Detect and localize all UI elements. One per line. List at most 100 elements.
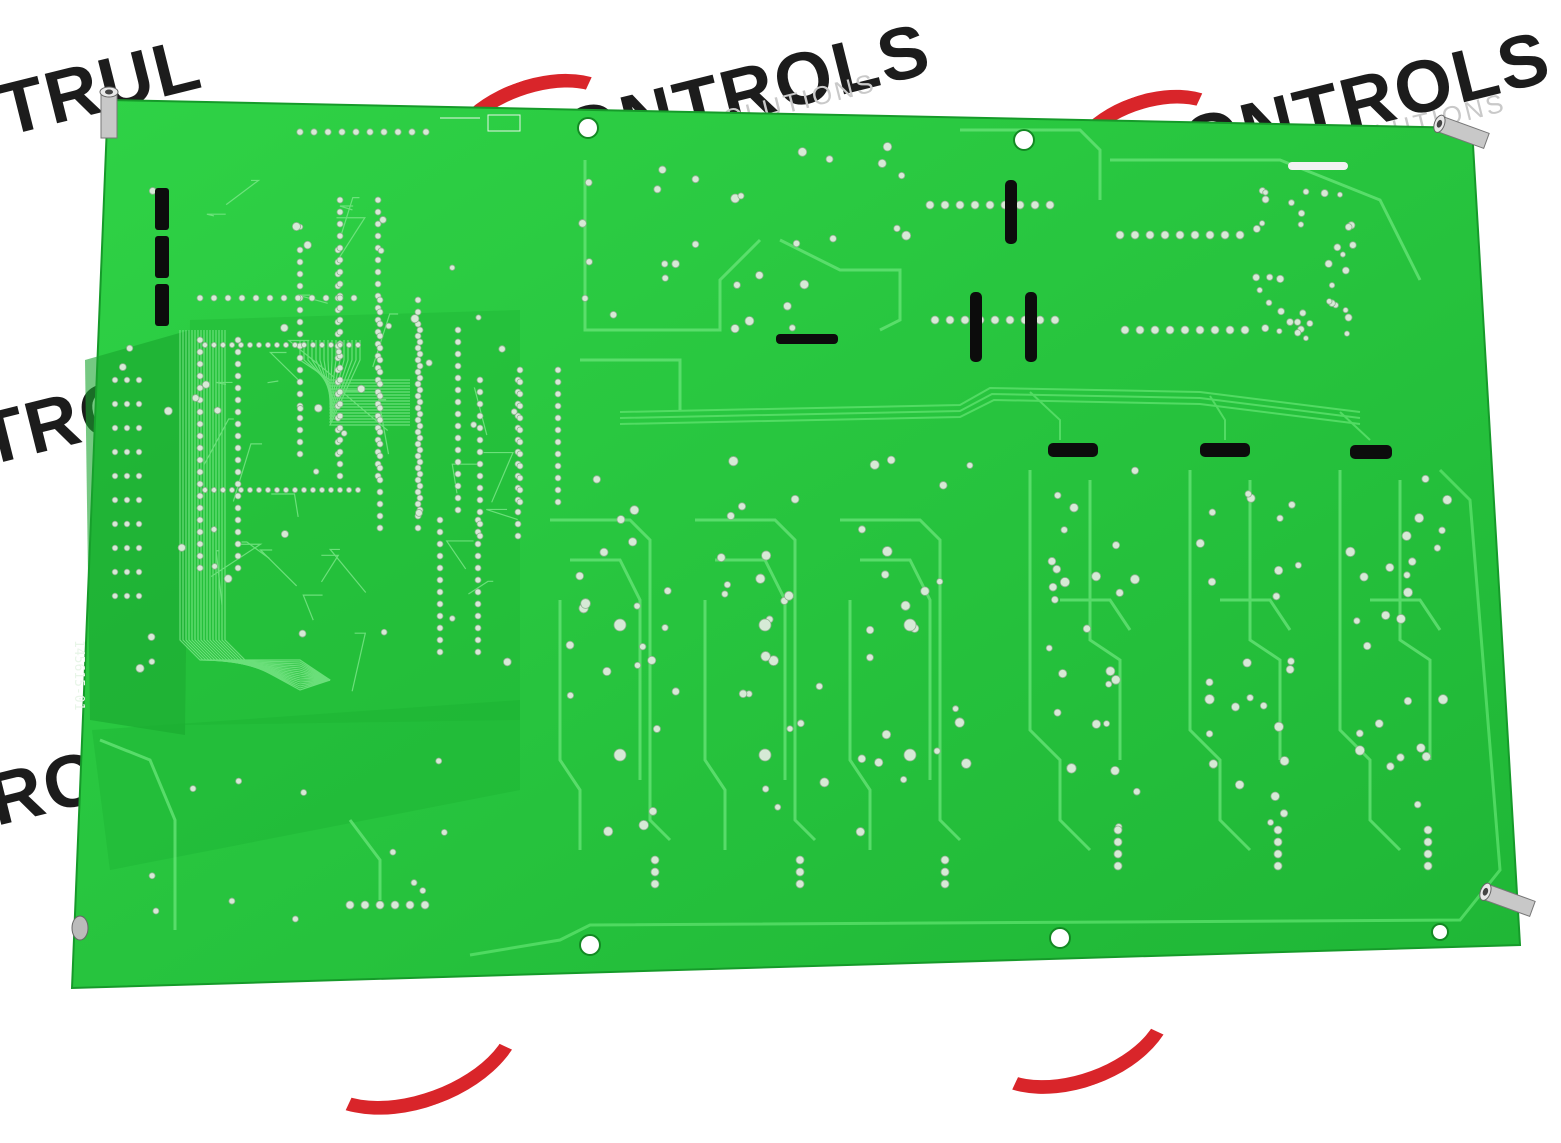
- solder-pad: [196, 360, 204, 368]
- solder-pad: [436, 540, 444, 548]
- solder-pad: [1413, 800, 1422, 809]
- solder-pad: [788, 324, 796, 332]
- solder-pad: [255, 341, 262, 348]
- solder-pad: [1165, 325, 1175, 335]
- solder-pad: [322, 294, 330, 302]
- silkscreen-top: [440, 114, 521, 132]
- solder-pad: [196, 552, 204, 560]
- solder-pad: [566, 691, 575, 700]
- trace: [185, 330, 331, 681]
- solder-pad: [414, 476, 422, 484]
- solder-pad: [476, 388, 484, 396]
- solder-pad: [111, 544, 119, 552]
- trace: [319, 340, 410, 396]
- solder-pad: [661, 624, 669, 632]
- solder-pad: [135, 424, 143, 432]
- solder-pad: [111, 496, 119, 504]
- standoffs: [71, 86, 1536, 941]
- solder-pad: [435, 757, 443, 765]
- solder-pad: [454, 434, 462, 442]
- solder-pad: [1131, 466, 1139, 475]
- solder-pad: [1386, 762, 1395, 771]
- solder-pad: [1190, 230, 1200, 240]
- solder-pad: [960, 315, 970, 325]
- solder-pad: [768, 655, 779, 666]
- solder-pad: [650, 879, 660, 889]
- solder-pad: [296, 378, 304, 386]
- solder-pad: [296, 426, 304, 434]
- solder-pad: [449, 615, 456, 622]
- solder-pad: [357, 384, 366, 394]
- solder-pad: [336, 268, 344, 276]
- solder-pad: [309, 341, 316, 348]
- solder-pad: [234, 348, 242, 356]
- solder-pad: [1273, 721, 1284, 732]
- solder-pad: [234, 396, 242, 404]
- solder-pad: [374, 280, 382, 288]
- solder-pad: [554, 414, 562, 422]
- solder-pad: [210, 486, 217, 493]
- solder-pad: [422, 128, 430, 136]
- solder-pad: [414, 488, 422, 496]
- solder-pad: [376, 488, 384, 496]
- solder-pad: [1208, 759, 1218, 769]
- slot-mid-1: [1005, 180, 1017, 244]
- trace: [468, 580, 494, 595]
- solder-pad: [1303, 335, 1309, 342]
- solder-pad: [416, 422, 424, 430]
- solder-pad: [273, 486, 280, 493]
- solder-pad: [454, 362, 462, 370]
- trace: [1248, 480, 1282, 760]
- solder-pad: [1130, 230, 1140, 240]
- solder-pad: [869, 459, 880, 470]
- trace: [200, 330, 331, 681]
- solder-pad: [360, 900, 370, 910]
- solder-pad: [554, 450, 562, 458]
- solder-pad: [474, 600, 482, 608]
- solder-pad: [554, 438, 562, 446]
- solder-pad: [985, 200, 995, 210]
- solder-pad: [436, 516, 444, 524]
- mount-hole-5: [1431, 923, 1449, 941]
- solder-pad: [410, 879, 418, 887]
- solder-pad: [135, 376, 143, 384]
- solder-pad: [1442, 494, 1453, 505]
- trace: [329, 340, 410, 405]
- solder-pad: [246, 341, 253, 348]
- solder-pad: [436, 624, 444, 632]
- solder-pad: [940, 855, 950, 865]
- trace: [197, 330, 331, 681]
- solder-pad: [783, 301, 792, 311]
- solder-pad: [647, 655, 657, 665]
- solder-pad: [414, 524, 422, 532]
- solder-pad: [939, 481, 948, 490]
- trace: [203, 330, 331, 681]
- solder-pad: [799, 279, 810, 290]
- solder-pad: [901, 230, 912, 241]
- solder-pad: [376, 500, 384, 508]
- solder-pad: [135, 496, 143, 504]
- solder-pad: [554, 474, 562, 482]
- solder-pad: [476, 532, 484, 540]
- trace: [188, 330, 331, 681]
- trace-bus: [619, 386, 1371, 441]
- solder-pad: [503, 657, 512, 667]
- standoff-bottom-left: [71, 915, 89, 941]
- solder-pad: [410, 314, 420, 324]
- solder-pad: [554, 426, 562, 434]
- solder-pad: [1287, 657, 1295, 666]
- solder-pad: [224, 294, 232, 302]
- solder-pad: [336, 208, 344, 216]
- trace: [703, 600, 727, 850]
- solder-pad: [336, 244, 344, 252]
- solder-pad: [1240, 325, 1250, 335]
- solder-pad: [163, 406, 173, 416]
- solder-pad: [1160, 230, 1170, 240]
- trace: [99, 738, 177, 930]
- solder-pad: [650, 867, 660, 877]
- slot-mid-4: [776, 334, 838, 344]
- solder-pad: [1267, 819, 1274, 826]
- solder-pad: [1355, 729, 1364, 738]
- solder-pad: [639, 643, 647, 651]
- solder-pad: [1091, 571, 1102, 582]
